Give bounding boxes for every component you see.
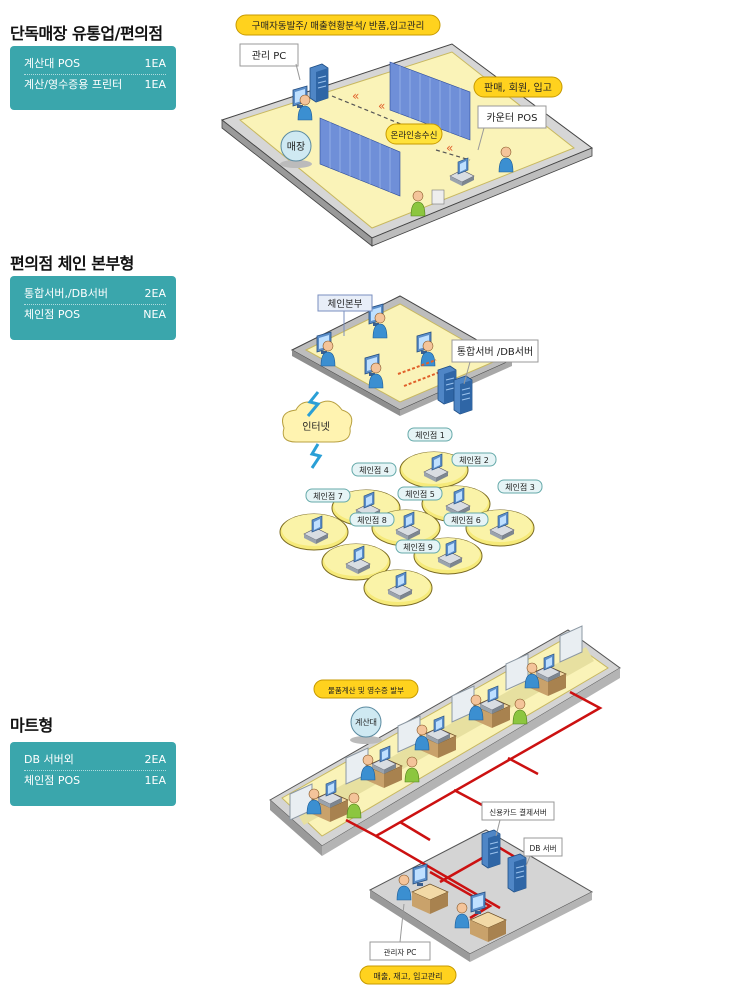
- label-text: 체인본부: [328, 299, 363, 310]
- label-text: 물품계산 및 영수증 발부: [328, 685, 404, 695]
- spec-row: 체인점 POS 1EA: [24, 770, 166, 791]
- label-text: 관리 PC: [252, 50, 287, 62]
- spec-name: 계산/영수증용 프린터: [24, 78, 123, 91]
- label-text: 온라인송수신: [391, 130, 438, 141]
- label-text: 매출, 재고, 입고관리: [373, 971, 442, 981]
- label-counter: 계산대: [350, 706, 382, 744]
- arrow-icon: «: [378, 99, 385, 113]
- spec-name: 통합서버,/DB서버: [24, 287, 108, 300]
- store-label: 체인점 4: [351, 462, 397, 477]
- label-admin-pc: 관리자 PC: [369, 903, 431, 961]
- label-sales: 판매, 회원, 입고: [473, 76, 563, 98]
- diagram-mart: 물품계산 및 영수증 발부 계산대 신용카드 결제서버 DB 서버 관리자 PC…: [269, 625, 621, 985]
- label-text: 매장: [287, 141, 305, 153]
- label-text: 체인점 6: [451, 515, 481, 525]
- spec-qty: 2EA: [144, 753, 166, 766]
- label-text: 체인점 7: [313, 491, 343, 501]
- store-label: 체인점 6: [443, 512, 489, 527]
- label-text: 신용카드 결제서버: [489, 807, 547, 817]
- spec-row: DB 서버외 2EA: [24, 750, 166, 770]
- label-text: 체인점 3: [505, 482, 535, 492]
- section-title-chain: 편의점 체인 본부형: [10, 254, 134, 273]
- store-disc-icon: [280, 514, 348, 550]
- label-counter-pos: 카운터 POS: [477, 105, 547, 151]
- label-admin-pc: 관리 PC: [239, 43, 301, 81]
- label-top: 구매자동발주/ 매출현황분석/ 반품,입고관리: [235, 14, 441, 36]
- label-server: 통합서버 /DB서버: [451, 339, 539, 385]
- spec-box-standalone: 계산대 POS 1EA 계산/영수증용 프린터 1EA: [10, 46, 176, 110]
- label-text: 계산대: [355, 717, 377, 727]
- label-db-server: DB 서버: [523, 837, 563, 867]
- server-tower-icon: [507, 853, 527, 893]
- spec-row: 계산대 POS 1EA: [24, 54, 166, 74]
- label-text: 카운터 POS: [486, 112, 537, 124]
- spec-box-chain: 통합서버,/DB서버 2EA 체인점 POS NEA: [10, 276, 176, 340]
- diagram-standalone-store: « « « 구매자동발주/ 매출현황분석/ 반품,입고관리 관리 PC 판매, …: [220, 14, 594, 247]
- label-text: 판매, 회원, 입고: [484, 81, 552, 94]
- label-text: 통합서버 /DB서버: [457, 346, 533, 358]
- store-label: 체인점 5: [397, 486, 443, 501]
- server-tower-icon: [309, 63, 329, 103]
- label-text: 관리자 PC: [384, 947, 417, 957]
- label-text: 체인점 8: [357, 515, 387, 525]
- spec-qty: NEA: [143, 308, 166, 321]
- spec-row: 통합서버,/DB서버 2EA: [24, 284, 166, 304]
- store-label: 체인점 1: [407, 427, 453, 442]
- label-bottom: 매출, 재고, 입고관리: [359, 965, 457, 985]
- printer-icon: [431, 189, 445, 205]
- spec-name: 체인점 POS: [24, 308, 81, 321]
- store-label: 체인점 8: [349, 512, 395, 527]
- spec-name: 계산대 POS: [24, 57, 81, 70]
- store-label: 체인점 3: [497, 479, 543, 494]
- label-online: 온라인송수신: [385, 123, 443, 145]
- spec-qty: 1EA: [144, 78, 166, 91]
- label-hq: 체인본부: [317, 294, 373, 336]
- store-disc-icon: [364, 570, 432, 606]
- server-tower-icon: [481, 829, 501, 869]
- spec-name: DB 서버외: [24, 753, 74, 766]
- diagram-chain-hq: 체인본부 통합서버 /DB서버 인터넷 체인점 1 체인점 2 체인점 3 체인…: [280, 294, 543, 606]
- internet-cloud-icon: 인터넷: [282, 391, 353, 469]
- server-tower-icon: [453, 375, 473, 415]
- server-tower-icon: [437, 365, 457, 405]
- label-text: DB 서버: [529, 843, 556, 853]
- store-label: 체인점 7: [305, 488, 351, 503]
- spec-qty: 1EA: [144, 57, 166, 70]
- spec-qty: 1EA: [144, 774, 166, 787]
- label-receipt: 물품계산 및 영수증 발부: [313, 679, 419, 699]
- label-text: 인터넷: [302, 421, 330, 433]
- store-label: 체인점 9: [395, 539, 441, 554]
- section-title-standalone: 단독매장 유통업/편의점: [10, 24, 163, 43]
- section-title-mart: 마트형: [10, 716, 53, 735]
- arrow-icon: «: [446, 141, 453, 155]
- spec-row: 체인점 POS NEA: [24, 304, 166, 325]
- label-text: 체인점 9: [403, 542, 433, 552]
- label-card-server: 신용카드 결제서버: [481, 801, 555, 837]
- arrow-icon: «: [352, 89, 359, 103]
- label-text: 구매자동발주/ 매출현황분석/ 반품,입고관리: [252, 20, 425, 32]
- label-text: 체인점 4: [359, 465, 389, 475]
- label-text: 체인점 2: [459, 455, 489, 465]
- label-text: 체인점 5: [405, 489, 435, 499]
- spec-name: 체인점 POS: [24, 774, 81, 787]
- spec-row: 계산/영수증용 프린터 1EA: [24, 74, 166, 95]
- label-store: 매장: [280, 130, 312, 168]
- spec-qty: 2EA: [144, 287, 166, 300]
- store-label: 체인점 2: [451, 452, 497, 467]
- spec-box-mart: DB 서버외 2EA 체인점 POS 1EA: [10, 742, 176, 806]
- label-text: 체인점 1: [415, 430, 445, 440]
